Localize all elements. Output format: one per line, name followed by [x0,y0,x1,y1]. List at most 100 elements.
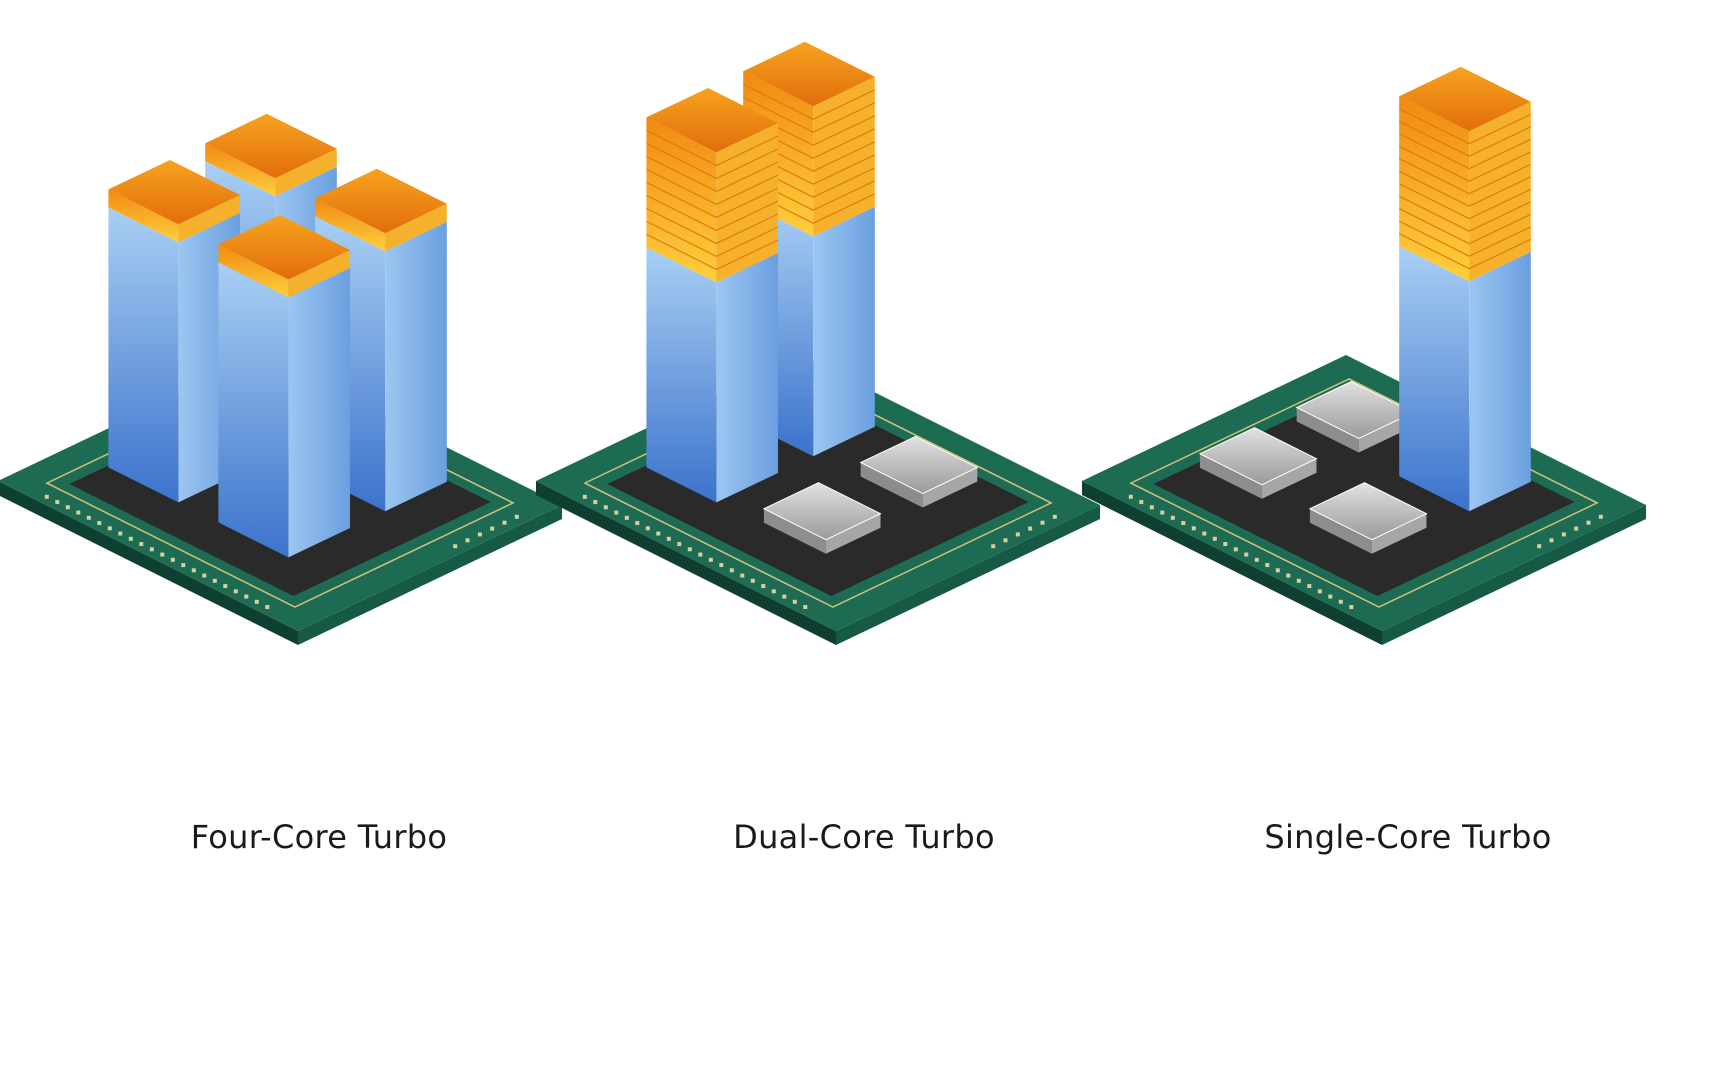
contact-pad [991,544,996,549]
contact-pad [1191,526,1196,531]
contact-pad [191,568,196,573]
board-edge-side [298,505,562,645]
core-top [205,113,337,179]
turbo-section-front [218,244,289,298]
contact-pad [656,531,661,536]
contact-pad [1307,584,1312,589]
turbo-brick-line [646,207,779,245]
core-body-front [218,262,289,558]
contact-pad [477,532,482,537]
turbo-brick-line [646,129,779,167]
core-top [108,160,241,225]
contact-pad [118,531,123,536]
contact-pad [97,521,102,526]
contact-pad [1561,532,1566,537]
core-body-front [1399,246,1470,512]
cpu-panel-3 [1082,66,1646,645]
contact-pad [771,589,776,594]
board-edge-front [1082,481,1382,645]
turbo-brick-line [646,194,779,232]
idle-core-top [762,482,882,541]
idle-core-top [1308,482,1428,541]
contact-pad [708,557,713,562]
turbo-brick-line [646,233,779,271]
contact-pad [514,514,519,519]
idle-core-top [1198,427,1318,486]
idle-core-side [922,467,978,508]
idle-core-top [1295,380,1415,440]
turbo-brick-line [646,168,779,206]
core-top [646,88,778,153]
core-body-front [108,207,179,503]
cpu-panel-2 [536,41,1100,645]
turbo-section-front [108,189,179,243]
contact-pad [1244,552,1249,557]
contact-pad [782,594,787,599]
turbo-brick-line [1398,108,1532,145]
board-edge-side [836,505,1100,645]
contact-pad [1286,573,1291,578]
turbo-brick-line [646,181,779,219]
contact-pad [160,552,165,557]
turbo-brick-line [1398,133,1532,170]
contact-pad [666,536,671,541]
contact-pad [1149,505,1154,510]
contact-pad [624,515,629,520]
contact-pad [1317,589,1322,594]
board-edge-front [0,482,298,645]
contact-pad [254,599,259,604]
contact-pad [223,584,228,589]
contact-pad [1040,520,1045,525]
contact-pad [1574,526,1579,531]
board-edge-side [1382,505,1646,645]
idle-core-side [1261,458,1317,499]
contact-pad [698,552,703,557]
contact-pad [1265,563,1270,568]
core-body-side [385,221,447,512]
contact-pad [761,584,766,589]
caption-dual-core-turbo: Dual-Core Turbo [733,818,995,856]
contact-pad [1181,521,1186,526]
core-body-side [716,253,778,503]
turbo-brick-line [1398,220,1532,257]
turbo-brick-line [1398,120,1532,157]
contact-pad [1338,599,1343,604]
turbo-section-front [315,198,386,252]
core-body-side [813,206,875,457]
turbo-brick-line [1398,145,1532,182]
idle-core-front [1309,508,1372,554]
turbo-brick-line [1398,158,1532,195]
idle-core-front [860,462,923,508]
contact-pad [729,568,734,573]
contact-pad [792,599,797,604]
idle-core-top [859,435,979,495]
contact-pad [740,573,745,578]
contact-pad [1202,531,1207,536]
turbo-brick-line [742,96,876,133]
contact-pad [1170,515,1175,520]
core-top [743,41,875,107]
core-top [218,215,350,280]
contact-pad [803,605,808,610]
contact-pad [1349,605,1354,610]
caption-single-core-turbo: Single-Core Turbo [1264,818,1552,856]
contact-pad [128,536,133,541]
contact-pad [502,520,507,525]
core-top [315,168,447,234]
contact-pad [1128,494,1133,499]
turbo-section-side [275,148,337,197]
turbo-brick-line [1398,170,1532,207]
contact-pad [1296,578,1301,583]
contact-pad [139,542,144,547]
contact-pad [1328,594,1333,599]
turbo-section-front [205,143,276,197]
idle-core-side [825,513,881,554]
core-body-front [646,247,717,503]
contact-pad [233,589,238,594]
contact-pad [1275,568,1280,573]
contact-pad [453,544,458,549]
contact-pad [1586,520,1591,525]
contact-pad [76,510,81,515]
contact-pad [212,578,217,583]
